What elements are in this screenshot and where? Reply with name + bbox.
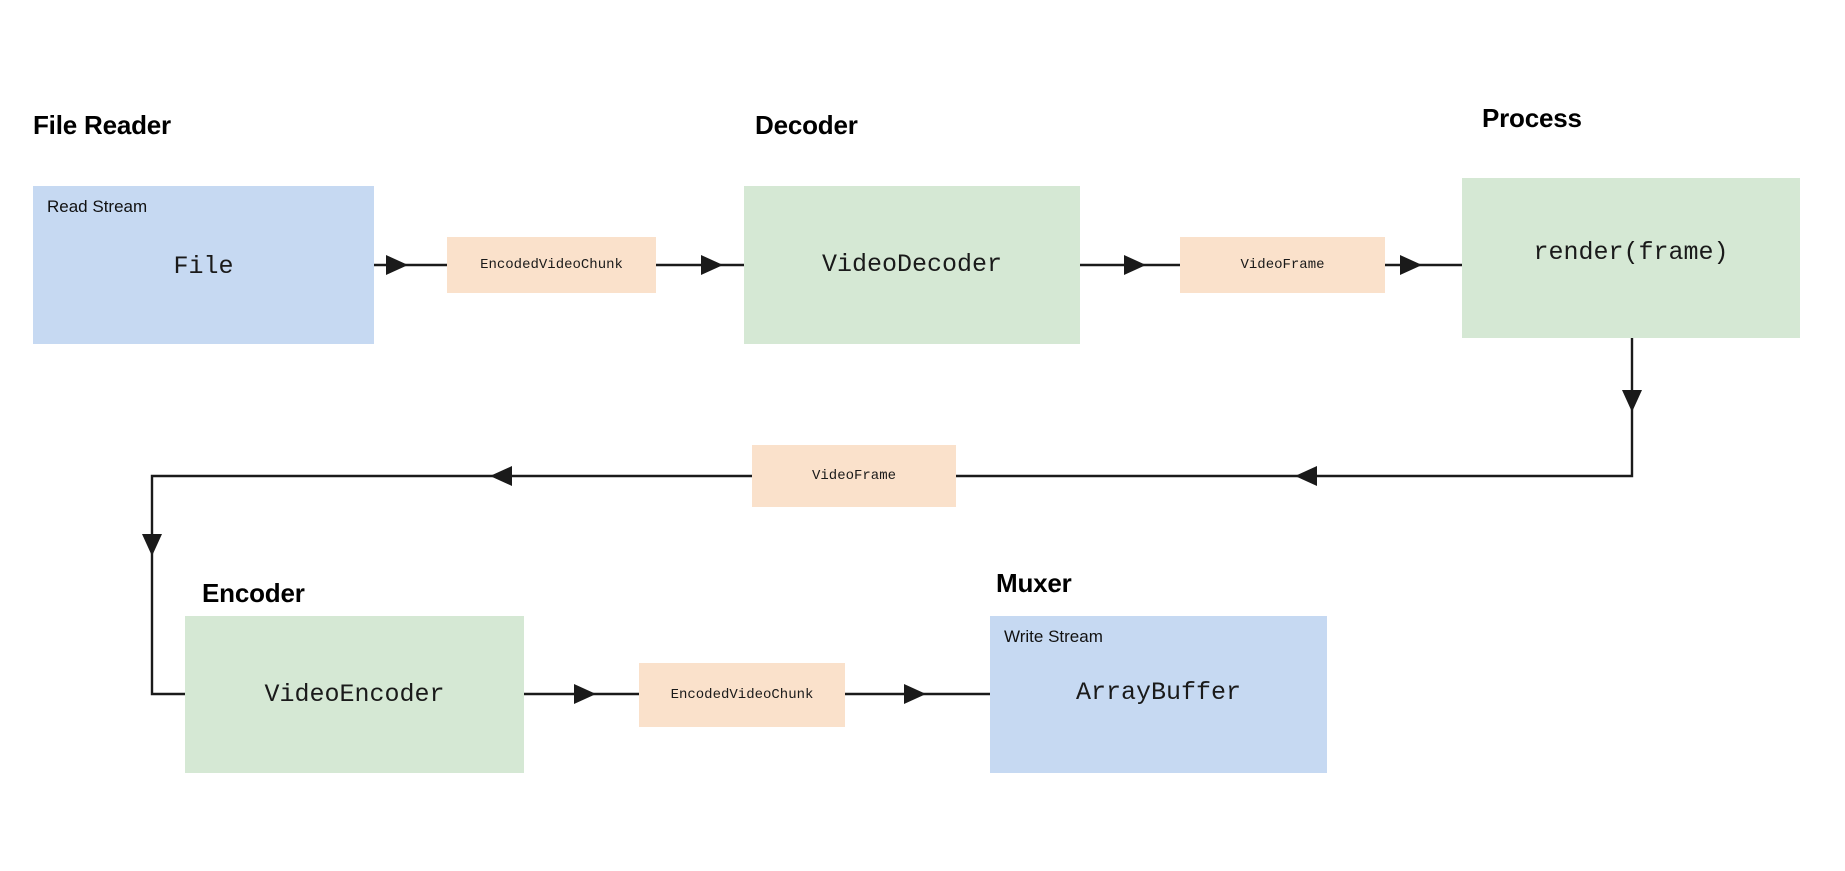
chip-video-frame-1[interactable]: VideoFrame bbox=[1180, 237, 1385, 293]
edge-file-to-chunk1 bbox=[374, 255, 447, 275]
group-title-muxer: Muxer bbox=[996, 568, 1072, 598]
chip-encoded-video-chunk-1[interactable]: EncodedVideoChunk bbox=[447, 237, 656, 293]
encoder-main-label: VideoEncoder bbox=[264, 680, 445, 709]
decoder-main-label: VideoDecoder bbox=[821, 250, 1003, 279]
stage-box-encoder[interactable]: VideoEncoder bbox=[185, 616, 524, 773]
chip-video-frame-2[interactable]: VideoFrame bbox=[752, 445, 956, 507]
muxer-sub-label: Write Stream bbox=[1004, 627, 1103, 646]
edge-chunk2-to-muxer bbox=[845, 684, 990, 704]
chip-label: VideoFrame bbox=[811, 468, 896, 484]
chip-label: VideoFrame bbox=[1240, 257, 1325, 273]
group-title-encoder: Encoder bbox=[202, 578, 305, 608]
edge-process-to-frame2 bbox=[956, 338, 1642, 486]
process-main-label: render(frame) bbox=[1533, 238, 1729, 267]
chip-label: EncodedVideoChunk bbox=[480, 257, 623, 273]
edge-encoder-to-chunk2 bbox=[524, 684, 639, 704]
file-reader-main-label: File bbox=[173, 252, 234, 281]
stage-box-process[interactable]: render(frame) bbox=[1462, 178, 1800, 338]
stage-box-muxer[interactable]: Write Stream ArrayBuffer bbox=[990, 616, 1327, 773]
edge-decoder-to-frame1 bbox=[1080, 255, 1180, 275]
chip-label: EncodedVideoChunk bbox=[670, 687, 814, 703]
muxer-main-label: ArrayBuffer bbox=[1075, 678, 1242, 707]
chip-encoded-video-chunk-2[interactable]: EncodedVideoChunk bbox=[639, 663, 845, 727]
stage-box-file-reader[interactable]: Read Stream File bbox=[33, 186, 374, 344]
group-title-process: Process bbox=[1482, 103, 1582, 133]
group-title-file-reader: File Reader bbox=[33, 110, 171, 140]
stage-box-decoder[interactable]: VideoDecoder bbox=[744, 186, 1080, 344]
edge-frame1-to-process bbox=[1385, 255, 1462, 275]
edge-chunk1-to-decoder bbox=[656, 255, 744, 275]
group-title-decoder: Decoder bbox=[755, 110, 858, 140]
file-reader-sub-label: Read Stream bbox=[47, 197, 148, 216]
